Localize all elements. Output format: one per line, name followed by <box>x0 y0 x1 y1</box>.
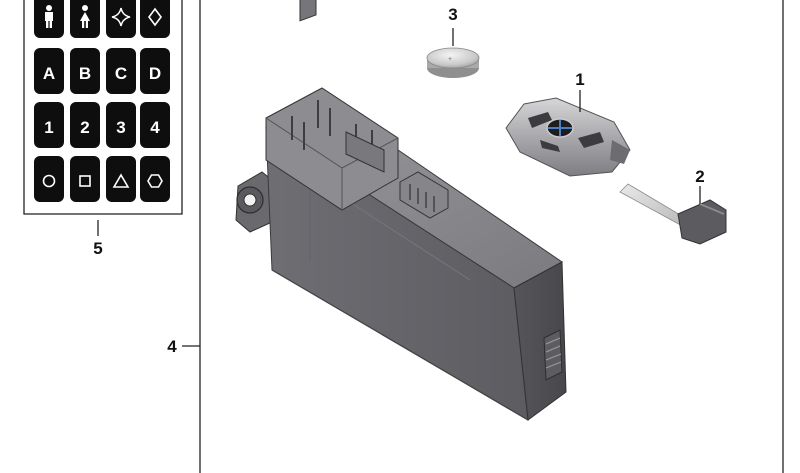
sticker-key <box>34 0 64 38</box>
control-unit <box>235 0 567 421</box>
sticker-key-label: 3 <box>116 118 125 137</box>
sticker-key: 2 <box>70 102 100 148</box>
sticker-key-face <box>106 156 136 202</box>
leader-lines <box>97 28 701 347</box>
mounting-lug <box>235 171 273 233</box>
sticker-key-label: D <box>149 64 161 83</box>
coin-battery: + <box>426 47 480 78</box>
sticker-key <box>140 0 170 38</box>
remote-key-fob <box>505 97 631 177</box>
sticker-key <box>70 156 100 202</box>
sticker-sheet: A B C D 1 2 3 4 <box>23 0 183 215</box>
sticker-key-face <box>34 48 64 94</box>
hexagon-icon <box>147 174 163 188</box>
sticker-key-label: B <box>79 64 91 83</box>
sticker-key-label: C <box>115 64 127 83</box>
sticker-key-label: 2 <box>80 118 89 137</box>
sticker-key-face <box>34 156 64 202</box>
trunk-button <box>540 140 560 152</box>
sticker-key-face <box>106 48 136 94</box>
circle-icon <box>42 174 56 188</box>
sticker-grid: A B C D 1 2 3 4 <box>34 0 170 202</box>
callout-emergency-key: 2 <box>695 167 704 186</box>
svg-text:+: + <box>448 56 452 63</box>
lock-button <box>528 112 552 128</box>
sticker-key-face <box>106 0 136 38</box>
callout-sticker-sheet: 5 <box>93 239 102 258</box>
sticker-key-face <box>34 102 64 148</box>
square-icon <box>79 175 91 187</box>
sticker-key <box>140 156 170 202</box>
callout-battery: 3 <box>448 5 457 24</box>
star-icon <box>111 7 131 27</box>
emergency-key <box>619 183 727 245</box>
sticker-key <box>106 0 136 38</box>
side-clip <box>543 329 563 381</box>
sticker-key: C <box>106 48 136 94</box>
sticker-key: A <box>34 48 64 94</box>
secondary-connector <box>399 171 449 219</box>
callout-control-unit: 4 <box>167 337 177 356</box>
sticker-key: D <box>140 48 170 94</box>
sticker-key-face <box>140 48 170 94</box>
triangle-icon <box>112 173 130 188</box>
sticker-key-label: 1 <box>44 118 53 137</box>
sticker-key-face <box>140 102 170 148</box>
unlock-button <box>578 132 604 148</box>
sticker-key-face <box>70 156 100 202</box>
callout-remote-key: 1 <box>575 70 584 89</box>
diamond-icon <box>148 7 162 27</box>
sticker-key: 3 <box>106 102 136 148</box>
sticker-key-face <box>140 156 170 202</box>
group-frame <box>199 0 784 473</box>
sticker-key-face <box>106 102 136 148</box>
sticker-key <box>106 156 136 202</box>
person-icon <box>45 5 53 28</box>
person-female-icon <box>80 5 90 28</box>
sticker-key <box>70 0 100 38</box>
sticker-key-label: A <box>43 64 55 83</box>
connector-block <box>265 0 399 211</box>
sticker-key: B <box>70 48 100 94</box>
sticker-key-face <box>70 48 100 94</box>
sticker-key-label: 4 <box>150 118 160 137</box>
sticker-key-face <box>140 0 170 38</box>
sticker-key: 1 <box>34 102 64 148</box>
sticker-key-face <box>70 102 100 148</box>
sticker-key <box>34 156 64 202</box>
sticker-key: 4 <box>140 102 170 148</box>
